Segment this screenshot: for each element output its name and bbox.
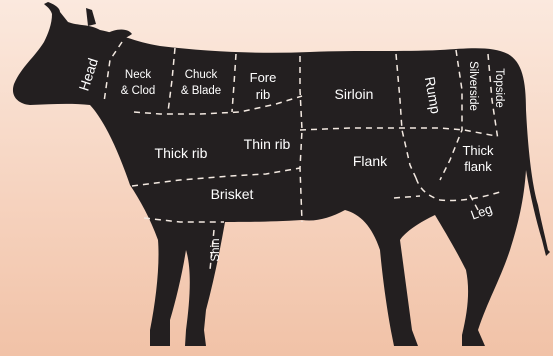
label-sirloin: Sirloin: [335, 86, 374, 102]
label-fore-rib-line1: Fore: [250, 70, 277, 85]
label-neck-clod-line2: & Clod: [121, 85, 156, 97]
label-thick-rib: Thick rib: [155, 145, 208, 161]
label-topside: Topside: [493, 68, 505, 108]
label-flank: Flank: [353, 153, 388, 169]
label-chuck-blade-line2: & Blade: [181, 85, 221, 97]
label-neck-clod-line1: Neck: [125, 69, 151, 81]
label-thick-flank-line2: flank: [464, 159, 492, 174]
cow-silhouette: [13, 2, 550, 346]
label-chuck-blade-line1: Chuck: [185, 69, 218, 81]
label-thin-rib: Thin rib: [244, 136, 291, 152]
label-silverside: Silverside: [467, 61, 479, 111]
label-fore-rib-line2: rib: [256, 87, 270, 102]
label-shin: Shin: [210, 238, 222, 261]
label-thick-flank-line1: Thick: [462, 143, 494, 158]
label-brisket: Brisket: [211, 186, 254, 202]
